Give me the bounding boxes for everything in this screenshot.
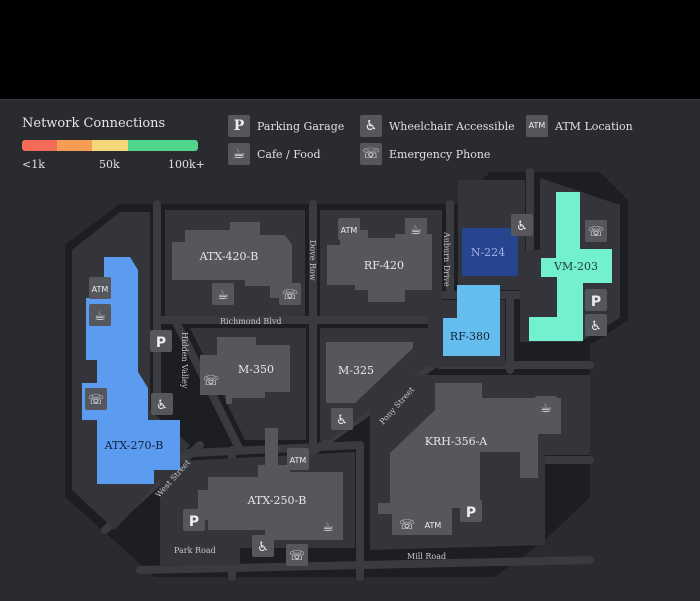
phone-icon[interactable]: ☏ — [585, 220, 607, 242]
svg-text:☕: ☕ — [540, 401, 552, 416]
parking-icon[interactable]: P — [150, 330, 172, 352]
svg-text:P: P — [591, 294, 601, 310]
legend-title: Network Connections — [22, 116, 166, 131]
label-KRH-356-A: KRH-356-A — [425, 435, 489, 448]
building-M-350[interactable] — [200, 337, 290, 404]
phone-icon[interactable]: ☏ — [286, 544, 308, 566]
cafe-icon[interactable]: ☕ — [89, 304, 111, 326]
street-park-road: Park Road — [174, 546, 216, 555]
building-RF-380[interactable] — [443, 285, 500, 356]
svg-text:ATM: ATM — [425, 521, 442, 530]
svg-text:☏: ☏ — [588, 225, 604, 240]
cafe-icon[interactable]: ☕ — [405, 218, 427, 240]
label-VM-203: VM-203 — [553, 260, 598, 273]
scale-segment — [92, 140, 128, 151]
street-auburn-drive: Auburn Drive — [442, 231, 451, 287]
svg-text:♿: ♿ — [516, 219, 528, 234]
phone-icon[interactable]: ☏ — [396, 513, 418, 535]
connection-scale — [22, 140, 198, 151]
building-KRH-356-A[interactable] — [378, 383, 561, 535]
cafe-icon[interactable]: ☕ — [535, 396, 557, 418]
phone-icon: ☏ — [360, 143, 382, 165]
parking-icon: P — [228, 115, 250, 137]
street-dove-row: Dove Row — [308, 240, 317, 281]
svg-text:☏: ☏ — [399, 518, 415, 533]
svg-text:☏: ☏ — [282, 288, 298, 303]
atm-icon[interactable]: ATM — [422, 513, 444, 535]
building-M-325[interactable] — [326, 342, 413, 403]
street-mill-road: Mill Road — [407, 552, 446, 561]
scale-segment — [162, 140, 198, 151]
label-RF-380: RF-380 — [450, 330, 490, 343]
wheelchair-icon[interactable]: ♿ — [252, 535, 274, 557]
label-ATX-250-B: ATX-250-B — [247, 494, 307, 507]
svg-text:ATM: ATM — [290, 456, 307, 465]
atm-icon[interactable]: ATM — [338, 218, 360, 240]
scale-segment — [57, 140, 93, 151]
svg-text:☏: ☏ — [88, 393, 104, 408]
building-ATX-250-B[interactable] — [198, 428, 343, 540]
label-ATX-420-B: ATX-420-B — [199, 250, 259, 263]
cafe-icon[interactable]: ☕ — [317, 515, 339, 537]
svg-text:♿: ♿ — [257, 540, 269, 555]
svg-text:☕: ☕ — [410, 223, 422, 238]
atm-icon[interactable]: ATM — [287, 448, 309, 470]
building-N-224[interactable] — [462, 228, 518, 276]
parking-icon[interactable]: P — [183, 509, 205, 531]
svg-text:☕: ☕ — [94, 309, 106, 324]
label-ATX-270-B: ATX-270-B — [104, 439, 164, 452]
poi-markers[interactable]: ATM ☕ P ☏ ♿ ☕ ☏ ATM ☕ ♿ ☏ P ♿ ☏ ♿ ☕ ATM … — [85, 214, 607, 566]
label-N-224: N-224 — [471, 246, 505, 259]
svg-text:♿: ♿ — [590, 319, 602, 334]
svg-text:P: P — [466, 505, 476, 521]
wheelchair-icon[interactable]: ♿ — [151, 393, 173, 415]
svg-text:ATM: ATM — [92, 285, 109, 294]
legend-atm-label: ATM Location — [555, 120, 633, 133]
phone-icon[interactable]: ☏ — [279, 283, 301, 305]
svg-text:☕: ☕ — [217, 288, 229, 303]
scale-tick-min: <1k — [22, 158, 45, 171]
street-hidden-valley: Hidden Valley — [180, 332, 189, 389]
svg-text:P: P — [189, 514, 199, 530]
legend-cafe-label: Cafe / Food — [257, 148, 321, 161]
wheelchair-icon: ♿ — [360, 115, 382, 137]
svg-text:ATM: ATM — [341, 226, 358, 235]
parking-icon[interactable]: P — [585, 289, 607, 311]
svg-text:☏: ☏ — [289, 549, 305, 564]
atm-icon: ATM — [526, 115, 548, 137]
legend-phone-label: Emergency Phone — [389, 148, 491, 161]
label-M-350: M-350 — [238, 363, 274, 376]
svg-text:P: P — [156, 335, 166, 351]
svg-text:☏: ☏ — [203, 374, 219, 389]
svg-text:♿: ♿ — [336, 413, 348, 428]
legend-parking-label: Parking Garage — [257, 120, 345, 133]
building-VM-203[interactable] — [529, 192, 612, 341]
wheelchair-icon[interactable]: ♿ — [585, 314, 607, 336]
buildings[interactable] — [82, 192, 612, 540]
scale-segment — [22, 140, 58, 151]
svg-text:☕: ☕ — [322, 520, 334, 535]
phone-icon[interactable]: ☏ — [200, 369, 222, 391]
scale-tick-mid: 50k — [99, 158, 120, 171]
svg-text:♿: ♿ — [156, 398, 168, 413]
phone-icon[interactable]: ☏ — [85, 388, 107, 410]
building-RF-420[interactable] — [327, 230, 432, 302]
street-richmond-blvd: Richmond Blvd — [220, 317, 282, 326]
cafe-icon: ☕ — [228, 143, 250, 165]
cafe-icon[interactable]: ☕ — [212, 283, 234, 305]
scale-tick-max: 100k+ — [168, 158, 205, 171]
legend-wheelchair-label: Wheelchair Accessible — [389, 120, 515, 133]
label-RF-420: RF-420 — [364, 259, 404, 272]
building-ATX-420-B[interactable] — [172, 222, 292, 298]
parking-icon[interactable]: P — [460, 500, 482, 522]
wheelchair-icon[interactable]: ♿ — [511, 214, 533, 236]
label-M-325: M-325 — [338, 364, 374, 377]
scale-segment — [127, 140, 163, 151]
atm-icon[interactable]: ATM — [89, 277, 111, 299]
building-labels: ATX-420-B RF-420 N-224 VM-203 RF-380 M-3… — [104, 246, 598, 507]
wheelchair-icon[interactable]: ♿ — [331, 408, 353, 430]
